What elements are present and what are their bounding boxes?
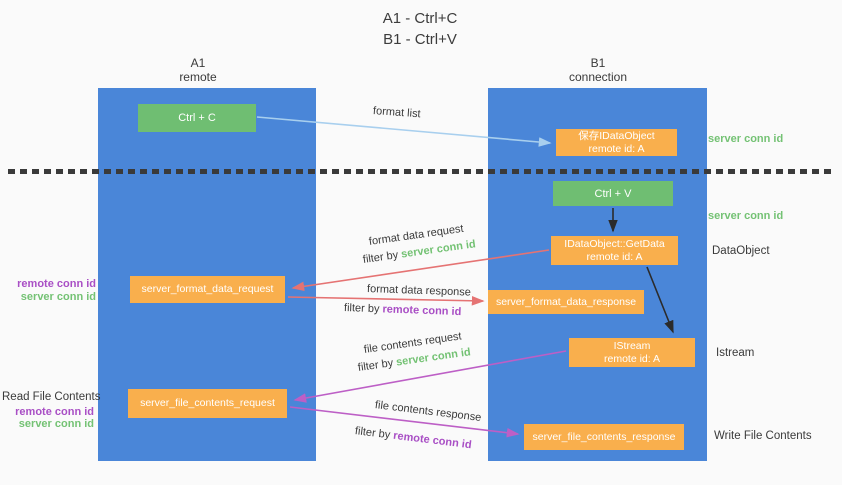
node-istream-line2: remote id: A	[603, 352, 661, 365]
node-server-format-data-response-label: server_format_data_response	[495, 295, 637, 308]
lane-left-title: A1	[190, 56, 206, 70]
label-left-remote-conn-id-mid: remote conn id	[17, 278, 96, 290]
node-server-format-data-request: server_format_data_request	[130, 276, 285, 303]
node-server-file-contents-request-label: server_file_contents_request	[140, 397, 275, 409]
phase-divider-dotted-line	[8, 169, 834, 174]
label-right-server-conn-id-top: server conn id	[708, 133, 784, 145]
title-line-1: A1 - Ctrl+C	[382, 10, 458, 27]
file-contents-response-arrow	[289, 406, 520, 438]
node-save-idataobject-line1: 保存IDataObject	[578, 129, 655, 142]
label-dataobject: DataObject	[712, 245, 770, 257]
label-write-file-contents: Write File Contents	[714, 430, 812, 442]
node-ctrl-c: Ctrl + C	[138, 104, 256, 132]
node-ctrl-v-label: Ctrl + V	[594, 187, 632, 200]
lane-right-header: B1 connection	[548, 56, 648, 84]
node-idataobject-getdata: IDataObject::GetData remote id: A	[551, 236, 678, 265]
label-left-read-file-block: Read File Contents remote conn id server…	[2, 391, 101, 431]
node-save-idataobject-line2: remote id: A	[588, 142, 645, 155]
label-istream: Istream	[716, 347, 755, 359]
node-ctrl-c-label: Ctrl + C	[178, 112, 216, 124]
node-idataobject-getdata-line1: IDataObject::GetData	[564, 237, 665, 250]
node-ctrl-v: Ctrl + V	[553, 181, 673, 206]
filter-by-text: filter by	[343, 302, 380, 316]
node-save-idataobject: 保存IDataObject remote id: A	[556, 129, 677, 156]
node-server-format-data-request-label: server_format_data_request	[141, 283, 274, 295]
node-istream-line1: IStream	[613, 339, 651, 352]
label-left-server-conn-id-bottom: server conn id	[18, 418, 94, 430]
label-left-server-conn-id-mid: server conn id	[20, 290, 96, 303]
format-data-response-arrow	[287, 295, 485, 306]
node-idataobject-getdata-line2: remote id: A	[586, 250, 643, 263]
diagram-title: A1 - Ctrl+C B1 - Ctrl+V	[320, 8, 520, 50]
file-contents-request-arrow	[293, 350, 567, 403]
node-server-file-contents-response: server_file_contents_response	[524, 424, 684, 450]
format-list-arrow	[256, 116, 552, 147]
getdata-to-istream-arrow	[646, 266, 674, 334]
lane-left-header: A1 remote	[148, 56, 248, 84]
lane-right-title: B1	[590, 56, 606, 70]
node-server-format-data-response: server_format_data_response	[488, 290, 644, 314]
node-server-file-contents-request: server_file_contents_request	[128, 389, 287, 418]
label-right-server-conn-id-mid: server conn id	[708, 210, 784, 222]
label-left-remote-conn-id-bottom: remote conn id	[15, 405, 94, 418]
lane-left-subtitle: remote	[179, 70, 217, 84]
lane-right-subtitle: connection	[568, 70, 628, 84]
title-line-2: B1 - Ctrl+V	[383, 31, 457, 48]
node-server-file-contents-response-label: server_file_contents_response	[532, 430, 676, 443]
node-istream: IStream remote id: A	[569, 338, 695, 367]
format-data-request-arrow	[291, 249, 550, 292]
label-read-file-contents: Read File Contents	[2, 391, 101, 403]
label-left-conn-ids-mid: remote conn id server conn id	[8, 278, 96, 303]
